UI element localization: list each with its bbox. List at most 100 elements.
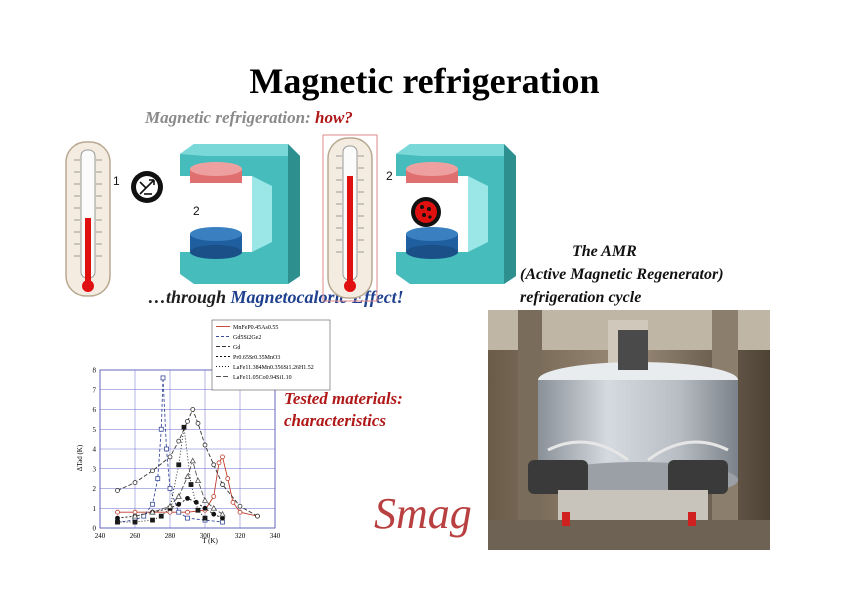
thermometer-1-icon: [65, 141, 111, 297]
step-label-2b: 2: [386, 169, 393, 183]
chart-point: [220, 454, 225, 460]
chart-point: [202, 515, 208, 521]
chart-point: [185, 495, 190, 501]
chart-point: [185, 418, 190, 424]
chart-y-tick: 3: [93, 465, 97, 473]
chart-point: [115, 515, 120, 521]
chart-point: [194, 477, 202, 484]
chart-point: [176, 501, 182, 507]
chart-x-tick: 300: [200, 532, 211, 540]
chart-point: [189, 457, 196, 464]
chart-point: [195, 420, 201, 426]
subtitle-accent: how?: [315, 108, 353, 127]
chart-point: [216, 460, 222, 466]
tested-line1: Tested materials:: [284, 389, 403, 408]
chart-point: [166, 502, 174, 509]
chart-point: [181, 424, 187, 430]
chart-point: [220, 519, 225, 525]
chart-point: [211, 493, 217, 499]
subtitle: Magnetic refrigeration: how?: [145, 108, 353, 128]
chart-legend-entry: Gd5Si2Ge2: [233, 335, 261, 341]
chart-x-tick: 240: [95, 532, 106, 540]
chart-point: [158, 426, 164, 432]
chart-point: [131, 512, 139, 519]
chart-y-tick: 2: [93, 485, 97, 493]
chart-point: [160, 375, 166, 381]
chart-grid: [99, 369, 276, 529]
chart-point: [176, 438, 182, 444]
magnet-1-icon: [180, 144, 300, 284]
chart-legend-entry: LaFe11.05Co0.94Si1.10: [233, 375, 292, 381]
chart-series-line: [134, 459, 223, 517]
chart-point: [164, 446, 169, 452]
chart-point: [195, 507, 201, 513]
chart-x-tick: 280: [165, 532, 176, 540]
chart-point: [150, 517, 155, 523]
chart-point: [237, 503, 243, 509]
step-label-2a: 2: [193, 204, 200, 218]
chart-point: [150, 501, 155, 507]
amr-caption: The AMR (Active Magnetic Regenerator) re…: [520, 240, 724, 309]
chart-point: [220, 515, 225, 521]
chart-point: [167, 509, 173, 515]
chart-legend-box: [211, 319, 331, 391]
chart-point: [176, 509, 182, 515]
chart-y-tick: 1: [93, 505, 97, 513]
chart-point: [158, 513, 164, 519]
chart-point: [219, 510, 226, 517]
chart-x-label: T (K): [202, 537, 218, 545]
chart-y-tick: 4: [93, 446, 97, 454]
chart-point: [115, 519, 120, 525]
amr-line2: (Active Magnetic Regenerator): [520, 266, 724, 283]
chart-y-tick: 0: [93, 525, 97, 533]
chart-point: [175, 493, 182, 499]
tested-materials-caption: Tested materials: characteristics: [284, 388, 403, 432]
chart-legend-entry: LaFe11.384Mn0.356Si1.26H1.52: [233, 365, 314, 371]
thermometer-2-icon: [322, 134, 378, 302]
chart-point: [115, 488, 120, 493]
chart-point: [176, 462, 182, 468]
chart-point: [255, 513, 260, 519]
amr-photo: [488, 310, 770, 550]
chart-point: [115, 509, 120, 515]
chart-x-tick: 260: [130, 532, 141, 540]
chart-point: [188, 482, 194, 487]
chart-legend-entry: Gd: [233, 345, 240, 351]
effect-prefix: …through: [148, 287, 231, 307]
chart-point: [150, 468, 155, 474]
smag-logo: Smag: [374, 489, 472, 538]
neutral-sample-icon: [131, 171, 163, 203]
chart-legend-entry: Pr0.65Sr0.35MnO3: [233, 355, 280, 361]
chart-point: [237, 509, 243, 515]
tested-line2: characteristics: [284, 411, 386, 430]
chart-y-tick: 5: [93, 426, 97, 434]
chart-legend: MnFeP0.45As0.55Gd5Si2Ge2GdPr0.65Sr0.35Mn…: [211, 319, 331, 391]
chart-y-label: ΔTad (K): [76, 444, 84, 471]
chart-point: [211, 511, 217, 517]
chart-point: [184, 473, 191, 480]
chart-point: [155, 476, 161, 482]
chart-legend-entry: MnFeP0.45As0.55: [233, 325, 278, 331]
chart-point: [190, 407, 196, 412]
chart-point: [230, 499, 236, 505]
chart-point: [225, 476, 231, 482]
chart-point: [132, 480, 138, 485]
magnet-2-icon: [396, 144, 516, 284]
chart-point: [132, 519, 138, 525]
chart-point: [185, 515, 190, 521]
slide-title: Magnetic refrigeration: [249, 61, 600, 101]
chart-y-tick: 7: [93, 386, 97, 394]
chart-y-tick: 8: [93, 367, 97, 375]
chart-point: [210, 504, 217, 511]
chart-point: [211, 462, 217, 468]
chart-point: [149, 508, 156, 515]
chart-x-tick: 320: [235, 532, 246, 540]
chart-series-group: [115, 375, 260, 525]
amr-line3: refrigeration cycle: [520, 289, 642, 306]
chart-point: [202, 442, 208, 448]
chart-point: [201, 497, 209, 503]
chart-series-line: [117, 497, 223, 519]
amr-line1: The AMR: [572, 243, 637, 260]
